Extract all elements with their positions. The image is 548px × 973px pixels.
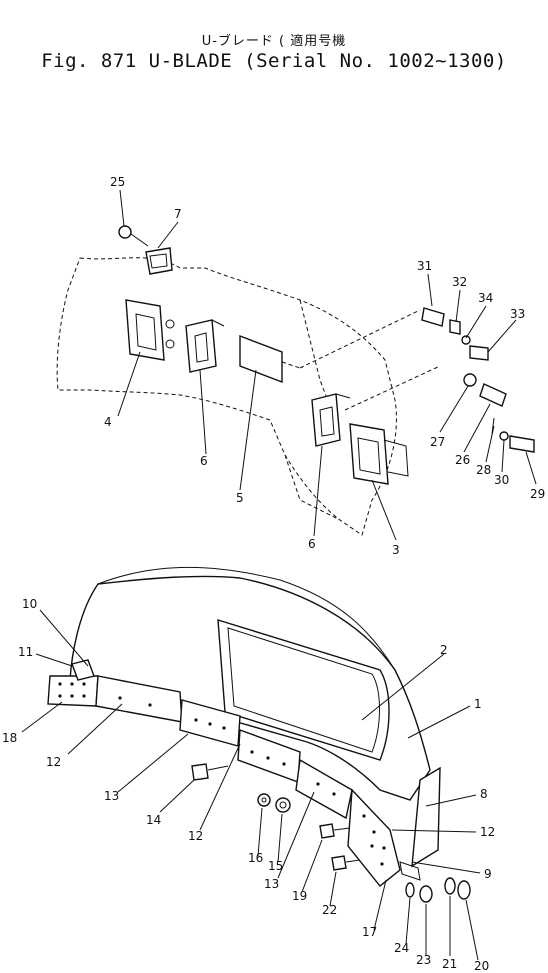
figure-title-japanese: U-ブレード ( 適用号機	[201, 34, 347, 49]
callout-19: 19	[292, 889, 307, 903]
callout-8: 8	[480, 787, 488, 801]
callout-2: 2	[440, 643, 448, 657]
callout-4: 4	[104, 415, 112, 429]
part-5-cover-plate	[239, 334, 301, 384]
callout-17: 17	[362, 925, 377, 939]
pin-hardware-lower	[344, 365, 535, 453]
fastener-bolt-19	[319, 823, 351, 839]
callout-5: 5	[236, 491, 244, 505]
figure-title: Fig. 871 U-BLADE (Serial No. 1002~1300)	[41, 50, 507, 72]
callout-30: 30	[494, 473, 509, 487]
part-4-step-plate	[125, 299, 175, 361]
callout-1: 1	[474, 697, 482, 711]
callout-6-upper: 6	[200, 454, 208, 468]
fastener-nut-23	[419, 885, 433, 903]
callout-27: 27	[430, 435, 445, 449]
fastener-nut-20	[457, 880, 471, 900]
callout-7: 7	[174, 207, 182, 221]
cutting-edges	[95, 675, 353, 820]
part-25-bolt	[118, 225, 149, 247]
part-6-step-plate-lower	[311, 393, 351, 447]
callout-16: 16	[248, 851, 263, 865]
part-7-bracket	[145, 247, 173, 275]
fastener-washer-21	[444, 877, 456, 895]
callout-22: 22	[322, 903, 337, 917]
callout-25: 25	[110, 175, 125, 189]
callout-31: 31	[417, 259, 432, 273]
callout-33: 33	[510, 307, 525, 321]
callout-12-mid: 12	[188, 829, 203, 843]
callout-18: 18	[2, 731, 17, 745]
fastener-washer-16	[257, 793, 271, 807]
callout-21: 21	[442, 957, 457, 971]
fastener-bolt-14	[191, 763, 229, 781]
callout-34: 34	[478, 291, 493, 305]
callout-20: 20	[474, 959, 489, 973]
callout-13-right: 13	[264, 877, 279, 891]
callout-32: 32	[452, 275, 467, 289]
blade-rear-outline	[56, 257, 397, 536]
callout-26: 26	[455, 453, 470, 467]
fastener-nut-15	[275, 797, 291, 813]
callouts: 25 7 31 32 34 33 4 6 5 6 3 27 26 28 30 2…	[2, 175, 545, 973]
left-end-bit	[47, 659, 99, 707]
callout-13-left: 13	[104, 789, 119, 803]
pin-hardware-upper	[299, 307, 489, 369]
callout-28: 28	[476, 463, 491, 477]
callout-23: 23	[416, 953, 431, 967]
callout-12-right: 12	[480, 825, 495, 839]
leader-lines	[21, 189, 537, 961]
part-6-step-plate-upper	[185, 319, 225, 373]
callout-24: 24	[394, 941, 409, 955]
callout-11: 11	[18, 645, 33, 659]
callout-10: 10	[22, 597, 37, 611]
callout-9: 9	[484, 867, 492, 881]
right-end-bit	[347, 766, 441, 887]
callout-14: 14	[146, 813, 161, 827]
part-3-step-plate	[349, 423, 409, 485]
callout-6-lower: 6	[308, 537, 316, 551]
callout-29: 29	[530, 487, 545, 501]
fastener-washer-24	[405, 882, 415, 898]
fastener-bolt-22	[331, 855, 361, 871]
callout-12-left: 12	[46, 755, 61, 769]
blade-main-body	[69, 566, 431, 801]
callout-15: 15	[268, 859, 283, 873]
callout-3: 3	[392, 543, 400, 557]
